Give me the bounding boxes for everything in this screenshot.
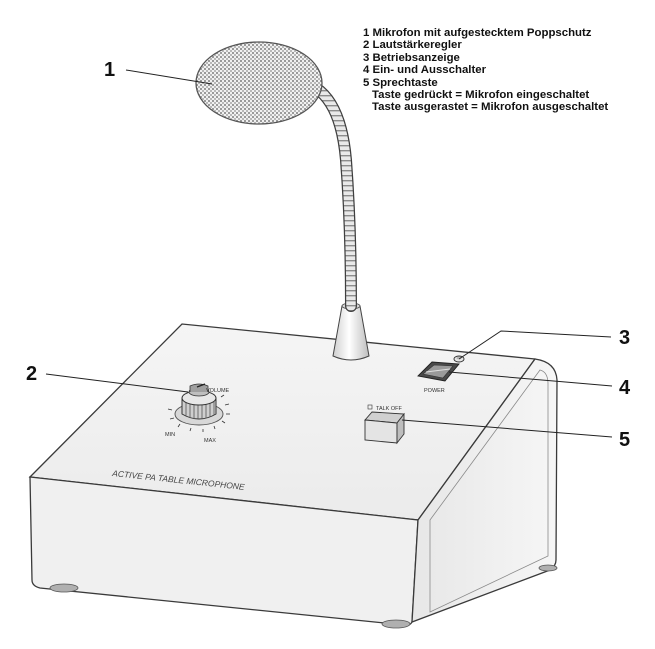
microphone-windscreen (195, 41, 323, 125)
foot-left (49, 583, 79, 593)
volume-label: VOLUME (206, 388, 230, 394)
legend-item-2: 2 Lautstärkeregler (363, 39, 462, 52)
power-label: POWER (424, 388, 445, 394)
talk-button[interactable] (364, 411, 405, 445)
callout-number-3: 3 (619, 327, 631, 349)
legend-item-3: 3 Betriebsanzeige (363, 51, 460, 64)
legend-sub-item-released: Taste ausgerastet = Mikrofon ausgeschalt… (372, 101, 609, 114)
gooseneck (310, 82, 357, 312)
volume-scale-ticks (167, 394, 230, 432)
legend-sub-item-pressed: Taste gedrückt = Mikrofon eingeschaltet (372, 89, 590, 102)
power-switch[interactable] (417, 361, 460, 382)
legend-item-5: 5 Sprechtaste (363, 76, 438, 89)
talk-label: TALK OFF (376, 406, 403, 412)
legend-item-1: 1 Mikrofon mit aufgestecktem Poppschutz (363, 27, 592, 39)
volume-knob[interactable] (174, 383, 224, 426)
foot-right (381, 619, 411, 629)
min-label: MIN (165, 432, 175, 438)
foot-back (538, 564, 558, 572)
callout-number-4: 4 (619, 377, 631, 399)
leader-lines (45, 69, 613, 438)
callout-number-5: 5 (619, 429, 631, 451)
callout-number-1: 1 (104, 59, 116, 81)
max-label: MAX (204, 438, 216, 444)
talk-indicator-box (367, 404, 373, 410)
legend-item-4: 4 Ein- und Ausschalter (363, 64, 486, 77)
callout-number-2: 2 (26, 363, 38, 385)
legend: 1 Mikrofon mit aufgestecktem Poppschutz … (363, 27, 608, 114)
